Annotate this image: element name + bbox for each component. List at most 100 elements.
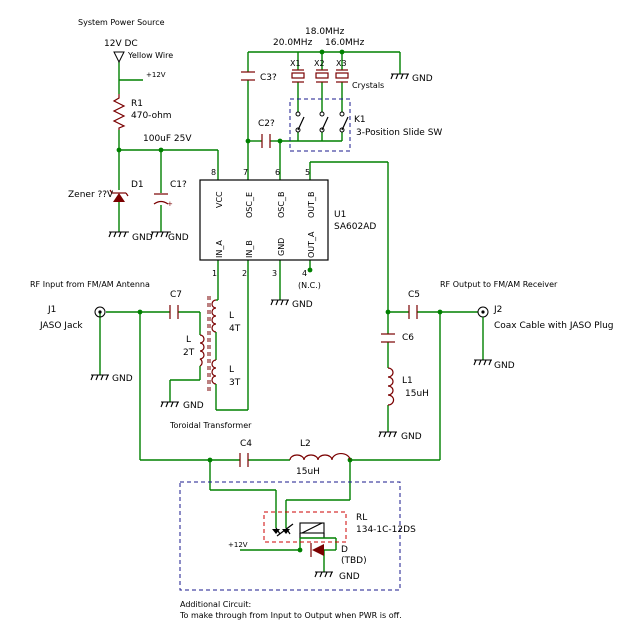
ground-icon [270, 299, 289, 306]
output-desc: Coax Cable with JASO Plug [494, 321, 614, 331]
gnd-label-crystals: GND [412, 74, 433, 84]
input-desc: JASO Jack [39, 321, 83, 331]
power-arrow-icon [113, 51, 125, 64]
relay-part: 134-1C-12DS [356, 525, 416, 535]
ic-pin3-number: 3 [272, 269, 277, 278]
zener-d1-value: Zener ??V [68, 190, 114, 200]
ground-icon [390, 73, 409, 80]
gnd-label-j2: GND [494, 361, 515, 371]
ic-pin-osc-b: OSC_B [277, 192, 286, 218]
ground-icon [90, 374, 109, 381]
ic-pin-gnd: GND [277, 238, 286, 256]
additional-circuit-title: Additional Circuit: [180, 600, 251, 609]
inductor-l1-icon [387, 367, 395, 406]
switch-k1-value: 3-Position Slide SW [356, 128, 442, 138]
transformer-sec1-turns: 4T [229, 324, 241, 334]
zener-d1-ref: D1 [131, 180, 144, 190]
crystal-x1-icon [291, 69, 305, 83]
resistor-r1-icon [112, 94, 126, 130]
ic-nc-label: (N.C.) [298, 281, 321, 290]
ic-u1-part: SA602AD [334, 222, 376, 232]
transformer-sec1-l: L [229, 311, 234, 321]
ic-pin7-number: 7 [243, 168, 248, 177]
switch-k1-icon [295, 111, 349, 133]
ic-pin1-number: 1 [212, 269, 217, 278]
diode-d-value: (TBD) [341, 556, 367, 566]
svg-text:+: + [167, 200, 173, 208]
inductor-l2-ref: L2 [300, 439, 311, 449]
crystal-x3-freq: 16.0MHz [325, 38, 365, 48]
gnd-label-d1: GND [132, 233, 153, 243]
gnd-label-l1: GND [401, 432, 422, 442]
gnd-label-j1: GND [112, 374, 133, 384]
ground-icon [378, 431, 397, 438]
jack-j1-icon [94, 306, 106, 318]
ic-pin-osc-e: OSC_E [245, 192, 254, 218]
output-label: RF Output to FM/AM Receiver [440, 280, 558, 289]
ic-pin-out-b: OUT_B [307, 191, 316, 218]
ic-u1-body [199, 179, 329, 261]
relay-ref: RL [356, 513, 367, 523]
cap-c5-icon [408, 305, 418, 319]
switch-k1-ref: K1 [354, 115, 366, 125]
ground-icon [160, 401, 179, 408]
zener-d1-icon [109, 189, 129, 202]
input-ref: J1 [47, 305, 56, 315]
switch-k1-box [289, 98, 351, 152]
ic-pin6-number: 6 [275, 168, 280, 177]
ic-pin-vcc: VCC [215, 191, 224, 208]
ground-icon [314, 571, 333, 578]
cap-c4-icon [239, 453, 249, 467]
inductor-l1-ref: L1 [402, 376, 413, 386]
output-ref: J2 [493, 305, 502, 315]
inductor-l1-value: 15uH [405, 389, 429, 399]
gnd-label-c1: GND [168, 233, 189, 243]
input-label: RF Input from FM/AM Antenna [30, 280, 150, 289]
transformer-primary-l: L [186, 335, 191, 345]
cap-c2-ref: C2? [258, 119, 275, 129]
ic-pin-in-b: IN_B [245, 240, 254, 258]
gnd-label-ic: GND [292, 300, 313, 310]
ground-icon [473, 359, 492, 366]
gnd-label-relay: GND [339, 572, 360, 582]
additional-circuit-box [179, 481, 401, 591]
ic-u1-ref: U1 [334, 210, 346, 220]
ic-pin-out-a: OUT_A [307, 231, 316, 258]
ground-icon [108, 231, 129, 238]
crystal-x1-ref: X1 [290, 59, 301, 68]
inductor-l2-icon [289, 452, 351, 461]
additional-circuit-desc: To make through from Input to Output whe… [179, 611, 402, 620]
relay-icon [272, 522, 325, 538]
ic-pin4-number: 4 [302, 269, 307, 278]
wires [99, 51, 478, 572]
transformer-sec2-l: L [229, 365, 234, 375]
cap-c5-ref: C5 [408, 290, 420, 300]
transformer-primary-turns: 2T [183, 348, 195, 358]
transformer-label: Toroidal Transformer [169, 421, 252, 430]
crystal-x2-icon [315, 69, 329, 83]
junction-dots [116, 49, 443, 553]
ic-pin5-number: 5 [305, 168, 310, 177]
power-wire-note: Yellow Wire [127, 51, 173, 60]
transformer-sec2-turns: 3T [229, 378, 241, 388]
cap-c6-icon [381, 333, 395, 343]
diode-d-icon [310, 543, 324, 557]
crystal-x2-ref: X2 [314, 59, 325, 68]
crystal-x3-icon [335, 69, 349, 83]
relay-power-label: +12V [228, 541, 248, 549]
transformer-icon [197, 296, 217, 410]
resistor-r1-value: 470-ohm [131, 111, 172, 121]
crystals-label: Crystals [352, 81, 384, 90]
jack-j2-icon [477, 306, 489, 318]
cap-c7-ref: C7 [170, 290, 182, 300]
bulk-cap-value: 100uF 25V [143, 134, 192, 144]
ground-icon [150, 231, 171, 238]
cap-c3-ref: C3? [260, 73, 277, 83]
cap-c4-ref: C4 [240, 439, 252, 449]
ic-pin8-number: 8 [211, 168, 216, 177]
power-source-label: System Power Source [78, 18, 165, 27]
ic-pin2-number: 2 [242, 269, 247, 278]
cap-c1-icon: + [153, 193, 173, 208]
cap-c2-icon [261, 134, 271, 148]
